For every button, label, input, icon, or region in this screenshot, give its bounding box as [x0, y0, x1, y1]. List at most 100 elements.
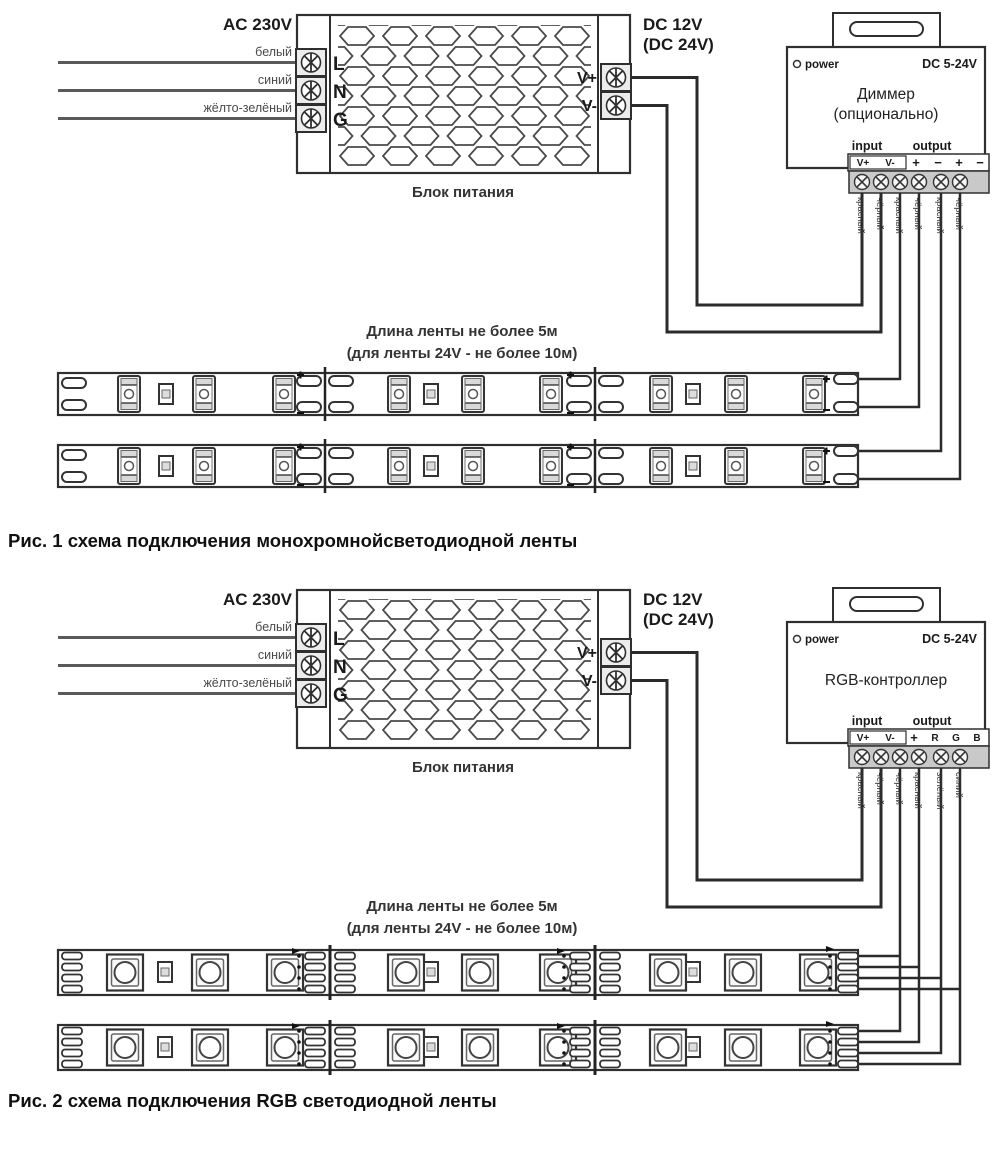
power-indicator-icon [792, 634, 802, 644]
psu-terminal-L [295, 48, 327, 77]
psu-terminal-vplus [600, 638, 632, 667]
mains-wire-label-blue: синий [258, 73, 292, 87]
input-terminal-box [849, 730, 907, 745]
psu-terminal-N [295, 76, 327, 105]
screw-terminal [951, 173, 969, 191]
screw-terminal [910, 748, 928, 766]
psu-terminal-L-label: L [333, 54, 345, 75]
figure-2-caption: Рис. 2 схема подключения RGB светодиодно… [8, 1090, 497, 1111]
psu-vent-holes [338, 25, 591, 166]
screw-terminal [853, 173, 871, 191]
psu-vplus-label: V+ [577, 70, 597, 87]
screw-terminal [891, 748, 909, 766]
figure-1-caption: Рис. 1 схема подключения монохромнойсвет… [8, 530, 577, 551]
wire-color-5: чёрный [953, 197, 964, 230]
mains-wire-label-ground: жёлто-зелёный [203, 101, 292, 115]
dc-voltage-label-2: (DC 24V) [643, 610, 714, 629]
terminal-label-0: V+ [857, 733, 870, 744]
length-note-2: (для ленты 24V - не более 10м) [347, 345, 578, 362]
psu-terminal-G [295, 679, 327, 708]
terminal-label-3: − [934, 155, 942, 170]
controller-output-label: output [913, 714, 953, 728]
figure-1-monochrome-diagram: AC 230V белый синий жёлто-зелёный L N G … [8, 12, 990, 551]
wire-out-green [858, 768, 943, 1055]
mono-led-strip-1 [58, 367, 858, 421]
psu-vent-holes [338, 599, 591, 740]
terminal-label-5: B [973, 733, 980, 744]
wire-color-labels: красный чёрный красный чёрный красный чё… [855, 197, 964, 234]
length-note-1: Длина ленты не более 5м [366, 323, 557, 340]
connection-wires [631, 651, 962, 1066]
psu-terminal-L [295, 623, 327, 652]
psu-terminal-N-label: N [333, 82, 347, 103]
wire-out-blue [858, 768, 962, 1066]
wire-out2-minus [858, 193, 962, 481]
terminal-label-4: + [955, 155, 963, 170]
mono-led-strip-2 [58, 439, 858, 493]
dimmer-output-label: output [913, 139, 953, 153]
screw-terminal [891, 173, 909, 191]
psu-terminal-N [295, 651, 327, 680]
psu-terminal-L-label: L [333, 629, 345, 650]
terminal-label-0: V+ [857, 158, 870, 169]
power-indicator-icon [792, 59, 802, 69]
terminal-label-2: + [912, 155, 920, 170]
psu-terminal-vplus [600, 63, 632, 92]
wire-color-2: чёрный [893, 772, 904, 805]
connection-wires [631, 76, 962, 481]
dimmer-body [785, 45, 987, 170]
screw-terminal [910, 173, 928, 191]
dimmer-voltage-range: DC 5-24V [922, 57, 978, 71]
wire-vminus-to-controller [631, 679, 883, 909]
mains-input-wires: AC 230V белый синий жёлто-зелёный [58, 15, 298, 120]
psu-caption: Блок питания [412, 184, 514, 201]
terminal-label-2: + [910, 730, 918, 745]
wire-out2-plus [858, 193, 943, 453]
psu-vminus-label: V- [582, 98, 597, 115]
wire-out1-minus [858, 193, 921, 409]
wire-color-3: красный [912, 772, 923, 809]
length-note-2: (для ленты 24V - не более 10м) [347, 920, 578, 937]
rgb-led-strip-2 [58, 1020, 858, 1075]
screw-terminal [932, 173, 950, 191]
psu-vplus-label: V+ [577, 645, 597, 662]
mains-wire-label-ground: жёлто-зелёный [203, 676, 292, 690]
terminal-label-3: R [931, 733, 939, 744]
psu-terminal-N-label: N [333, 657, 347, 678]
wire-color-1: чёрный [874, 772, 885, 805]
terminal-label-1: V- [885, 733, 894, 744]
wire-color-4: красный [934, 197, 945, 234]
ac-voltage-label: AC 230V [223, 15, 293, 34]
wire-color-5: синий [953, 772, 964, 798]
dimmer-title-1: Диммер [857, 86, 915, 103]
psu-caption: Блок питания [412, 759, 514, 776]
wire-color-2: красный [893, 197, 904, 234]
screw-terminal [872, 173, 890, 191]
wire-color-1: чёрный [874, 197, 885, 230]
rgb-controller-unit: power DC 5-24V RGB-контроллер input outp… [785, 587, 990, 769]
wire-color-0: красный [855, 197, 866, 234]
screw-terminal [951, 748, 969, 766]
screw-terminal [932, 748, 950, 766]
mains-input-wires: AC 230V белый синий жёлто-зелёный [58, 590, 298, 695]
controller-input-label: input [852, 714, 883, 728]
psu-terminal-G-label: G [333, 685, 348, 706]
wire-color-3: чёрный [912, 197, 923, 230]
mains-wire-label-blue: синий [258, 648, 292, 662]
dimmer-input-label: input [852, 139, 883, 153]
psu-terminal-vminus [600, 91, 632, 120]
dimmer-mount-slot [849, 21, 924, 37]
wire-out-common [858, 768, 902, 1033]
wire-color-4: зелёный [934, 772, 945, 809]
wire-color-labels: красный чёрный чёрный красный зелёный си… [855, 772, 964, 809]
wire-out-red [858, 768, 921, 1044]
psu-terminal-G-label: G [333, 110, 348, 131]
controller-mount-slot [849, 596, 924, 612]
mains-wire-label-white: белый [255, 45, 292, 59]
ac-voltage-label: AC 230V [223, 590, 293, 609]
screw-terminal [853, 748, 871, 766]
controller-body [785, 620, 987, 745]
power-supply-unit: L N G V+ V- Блок питания DC 12V (DC 24V) [295, 588, 714, 776]
dimmer-unit: power DC 5-24V Диммер (опционально) inpu… [785, 12, 990, 194]
